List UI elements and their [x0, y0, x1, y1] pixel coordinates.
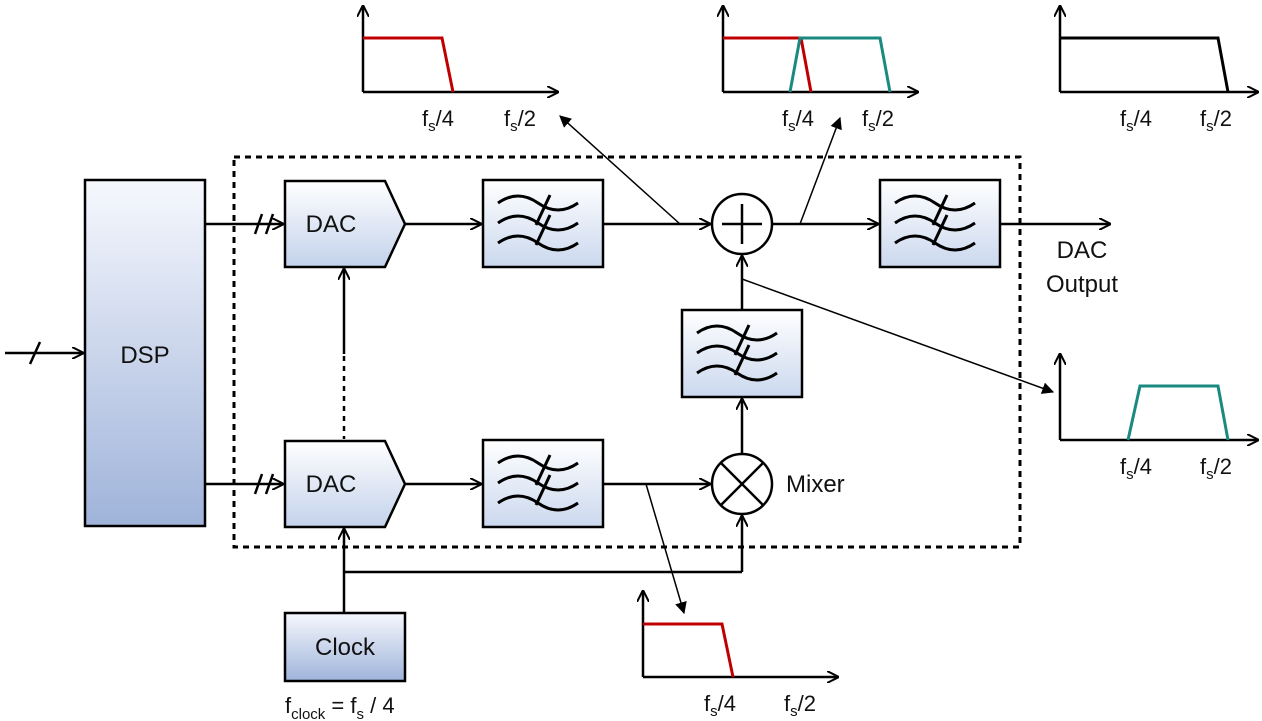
- tick-fs4: fs/4: [1120, 454, 1152, 483]
- spectrum-bottom-filter: fs/4 fs/2: [643, 591, 838, 720]
- filter-top-block: [481, 178, 605, 269]
- spectrum-summer-input: fs/4 fs/2: [723, 6, 918, 135]
- tick-fs2: fs/2: [784, 691, 816, 720]
- dac-bottom-label: DAC: [306, 471, 357, 498]
- dsp-to-dac-bottom-bus-slash: [253, 473, 264, 495]
- tick-fs2: fs/2: [1200, 106, 1232, 135]
- callout-top-filter-spectrum: [559, 115, 681, 225]
- mixer-label: Mixer: [786, 471, 845, 498]
- dac-core-boundary: [232, 155, 1022, 549]
- tick-fs2: fs/2: [1200, 454, 1232, 483]
- dsp-input-bus-slash: [28, 341, 42, 365]
- tick-fs4: fs/4: [782, 106, 814, 135]
- tick-fs2: fs/2: [504, 106, 536, 135]
- dsp-to-dac-top-bus-slash: [253, 213, 264, 235]
- filter-mixer-output-block: [680, 308, 804, 399]
- tick-fs4: fs/4: [422, 106, 454, 135]
- spectrum-summer-teal-band: [788, 36, 892, 93]
- spectrum-mixer-filter-output: fs/4 fs/2: [1060, 354, 1258, 483]
- tick-fs2: fs/2: [862, 106, 894, 135]
- dac-output-label-line1: DAC: [1057, 237, 1108, 264]
- dsp-to-dac-bottom-bus-slash-2: [264, 473, 275, 495]
- dac-bottom-block: DAC: [283, 439, 407, 529]
- dac-top-block: DAC: [283, 179, 407, 269]
- tick-fs4: fs/4: [704, 691, 736, 720]
- callout-mixer-filter-spectrum: [741, 278, 1055, 394]
- tick-fs4: fs/4: [1120, 106, 1152, 135]
- clock-frequency-equation: fclock = fs / 4: [285, 693, 395, 721]
- summer-node: [710, 192, 774, 256]
- callout-summer-spectrum: [799, 116, 842, 225]
- spectrum-mixer-teal-band: [1126, 384, 1230, 441]
- callout-bottom-filter-spectrum: [645, 483, 687, 615]
- dac-output-label-line2: Output: [1046, 271, 1118, 298]
- clock-block: Clock: [283, 611, 407, 683]
- filter-output-block: [878, 178, 1002, 269]
- dsp-block: DSP: [83, 178, 207, 528]
- spectrum-bottom-red-band: [643, 622, 735, 678]
- dsp-to-dac-top-bus-slash-2: [264, 213, 275, 235]
- spectrum-output-black-band: [1060, 36, 1230, 93]
- spectrum-top-filter-red-band: [363, 36, 455, 93]
- filter-bottom-block: [481, 438, 605, 529]
- mixer-node: [710, 452, 774, 516]
- dac-top-label: DAC: [306, 211, 357, 238]
- clock-label: Clock: [315, 634, 376, 661]
- dsp-label: DSP: [120, 342, 169, 369]
- spectrum-dac-output: fs/4 fs/2: [1060, 6, 1258, 135]
- spectrum-top-filter: fs/4 fs/2: [363, 6, 558, 135]
